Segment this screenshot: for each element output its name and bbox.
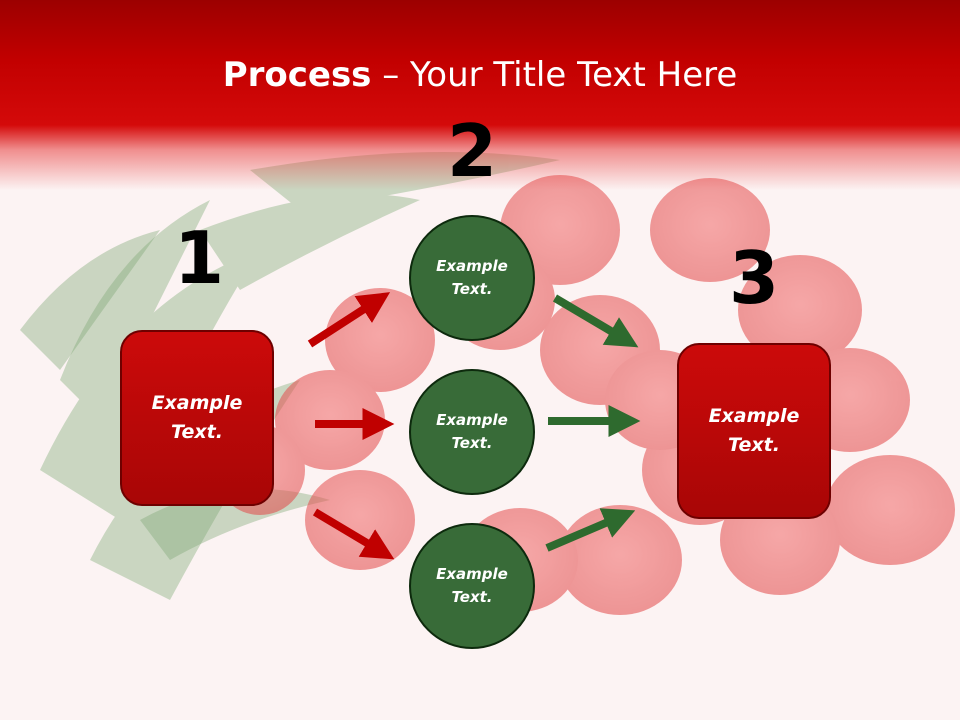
step-number-1: 1 [173, 216, 225, 300]
process-circle-1: Example Text. [409, 215, 535, 341]
end-box: Example Text. [677, 343, 831, 519]
title-band [0, 0, 960, 190]
step-number-3: 3 [728, 236, 780, 320]
slide-title-rest: – Your Title Text Here [371, 55, 738, 95]
slide-title: Process – Your Title Text Here [0, 50, 960, 100]
process-circle-2: Example Text. [409, 369, 535, 495]
start-box: Example Text. [120, 330, 274, 506]
arrow-circle-1-to-end [552, 294, 639, 348]
process-circle-3: Example Text. [409, 523, 535, 649]
arrow-circle-3-to-end [545, 508, 636, 552]
arrow-start-to-circle-3 [312, 508, 395, 560]
slide-title-bold: Process [222, 55, 372, 95]
step-number-2: 2 [446, 109, 498, 193]
arrow-start-to-circle-1 [307, 292, 391, 348]
